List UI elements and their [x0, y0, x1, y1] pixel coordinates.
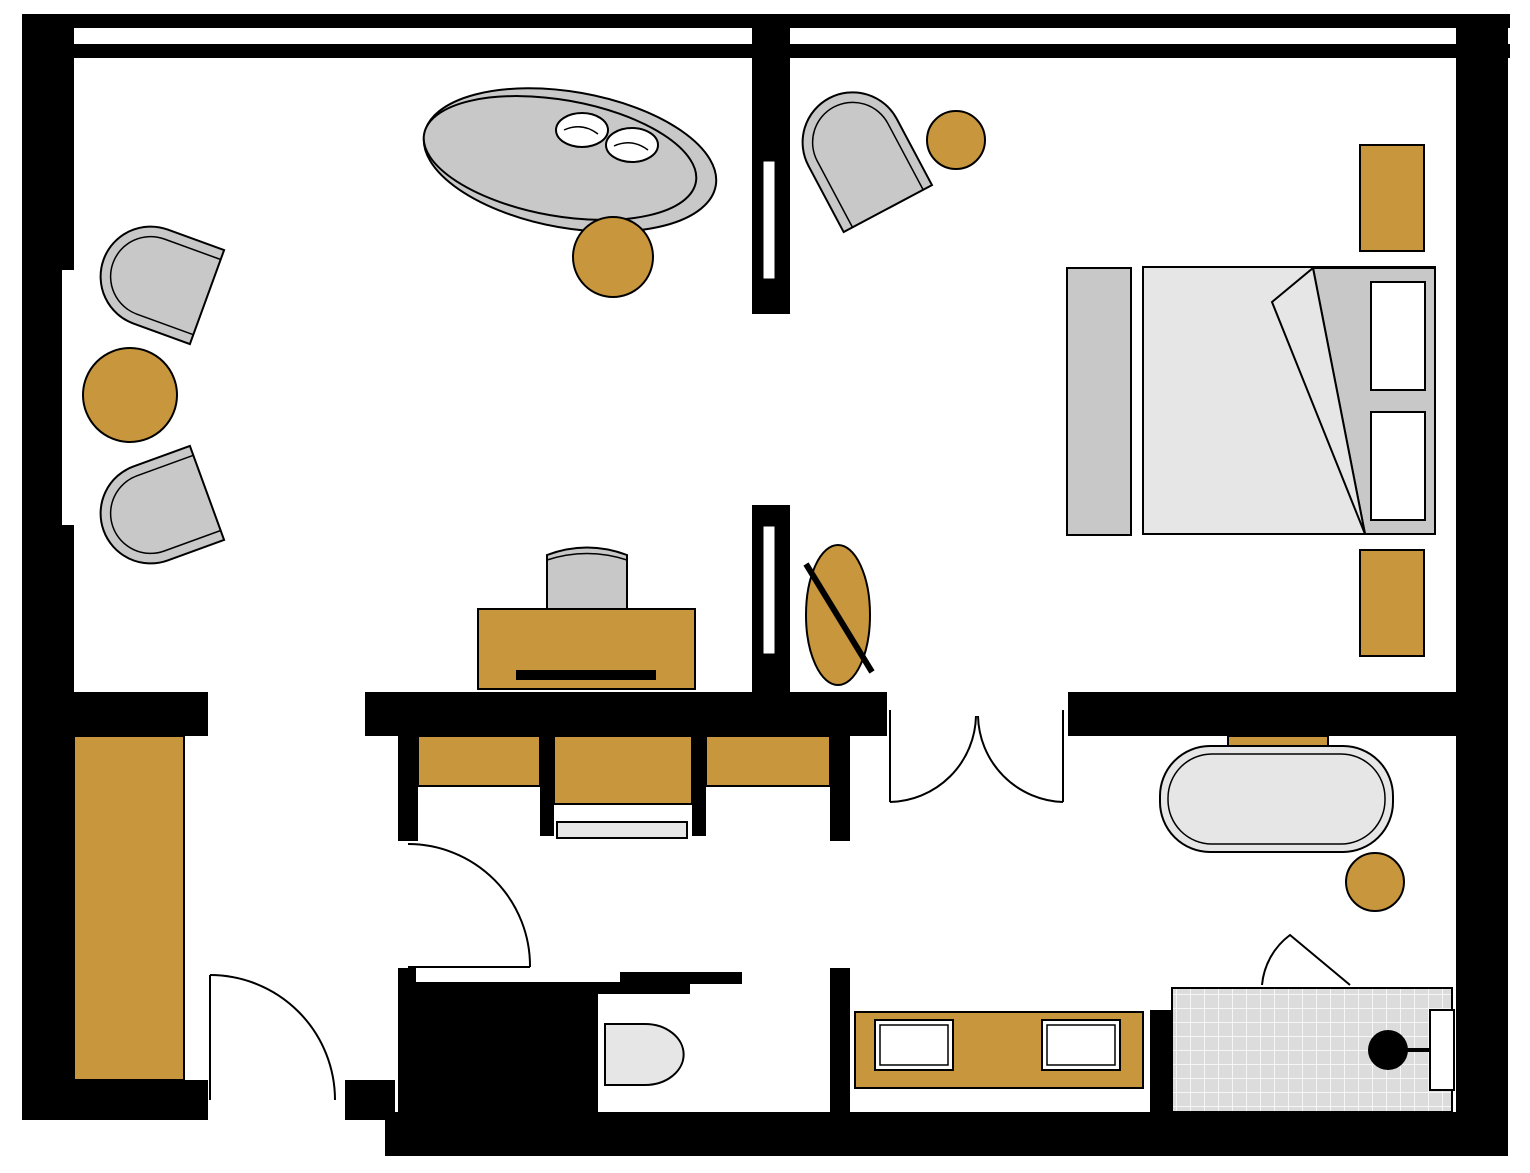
- walls: [22, 14, 1510, 1156]
- round-side-table-icon: [926, 110, 986, 170]
- door-swing-icon: [209, 974, 336, 1101]
- shower-icon: [1171, 933, 1455, 1113]
- lounge-chair-icon: [99, 225, 226, 346]
- lounge-chair-icon: [99, 444, 226, 565]
- desk-chair-icon: [546, 546, 628, 611]
- round-side-table-icon: [572, 216, 654, 298]
- closet-shelves-icon: [417, 735, 831, 839]
- lounge-chair-icon: [801, 91, 934, 234]
- nightstand-icon: [1359, 549, 1425, 657]
- desk-icon: [477, 608, 696, 690]
- oval-stool-icon: [803, 544, 875, 686]
- oval-sofa-icon: [422, 87, 718, 233]
- round-stool-icon: [1345, 852, 1405, 912]
- bathtub-icon: [1159, 745, 1394, 853]
- double-vanity-icon: [854, 1011, 1144, 1089]
- nightstand-icon: [1359, 144, 1425, 252]
- door-swing-icon: [407, 843, 532, 968]
- double-door-swing-icon: [889, 710, 1064, 803]
- toilet-icon: [604, 1023, 685, 1086]
- wardrobe-icon: [73, 735, 185, 1081]
- bench-icon: [1066, 267, 1132, 536]
- round-side-table-icon: [82, 347, 178, 443]
- double-bed-icon: [1142, 266, 1436, 535]
